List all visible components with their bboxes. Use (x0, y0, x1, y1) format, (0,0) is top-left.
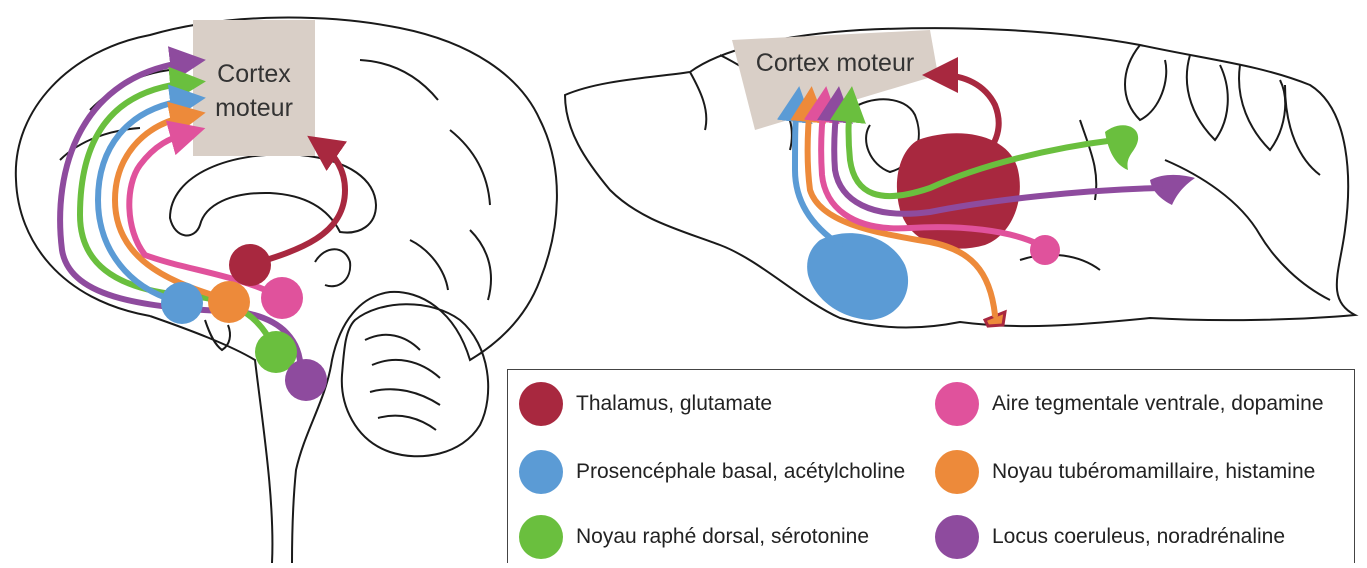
legend-item-prosencephale: Prosencéphale basal, acétylcholine (519, 450, 905, 494)
pathway-thalamus-left (250, 146, 345, 265)
cortex-label-left-line2: moteur (193, 92, 315, 126)
legend-swatch-raphe (519, 515, 563, 559)
legend-item-tuberomamillaire: Noyau tubéromamillaire, histamine (935, 450, 1315, 494)
legend: Thalamus, glutamate Aire tegmentale vent… (507, 369, 1355, 563)
cortex-label-left-line1: Cortex (193, 58, 315, 92)
legend-swatch-aire-tegmentale (935, 382, 979, 426)
legend-item-raphe: Noyau raphé dorsal, sérotonine (519, 515, 869, 559)
region-prosencephale-right (807, 233, 908, 320)
region-raphe-right (1105, 125, 1138, 170)
legend-swatch-thalamus (519, 382, 563, 426)
legend-label-thalamus: Thalamus, glutamate (576, 392, 772, 416)
legend-label-aire-tegmentale: Aire tegmentale ventrale, dopamine (992, 392, 1324, 416)
legend-item-thalamus: Thalamus, glutamate (519, 382, 772, 426)
cortex-label-right: Cortex moteur (740, 47, 930, 81)
nucleus-tubero-left (208, 281, 250, 323)
cerebellum (342, 304, 488, 456)
nucleus-prosencephale-left (161, 282, 203, 324)
legend-item-aire-tegmentale: Aire tegmentale ventrale, dopamine (935, 382, 1324, 426)
legend-label-tuberomamillaire: Noyau tubéromamillaire, histamine (992, 460, 1315, 484)
legend-label-prosencephale: Prosencéphale basal, acétylcholine (576, 460, 905, 484)
nucleus-locus-left (285, 359, 327, 401)
nucleus-tegmentale-left (261, 277, 303, 319)
cortex-label-left: Cortex moteur (193, 58, 315, 126)
nucleus-thalamus-left (229, 244, 271, 286)
legend-swatch-tuberomamillaire (935, 450, 979, 494)
legend-swatch-prosencephale (519, 450, 563, 494)
legend-label-raphe: Noyau raphé dorsal, sérotonine (576, 525, 869, 549)
legend-label-locus: Locus coeruleus, noradrénaline (992, 525, 1285, 549)
legend-item-locus: Locus coeruleus, noradrénaline (935, 515, 1285, 559)
legend-swatch-locus (935, 515, 979, 559)
